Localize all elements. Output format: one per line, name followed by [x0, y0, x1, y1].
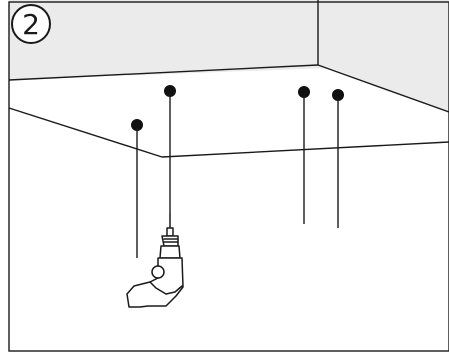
mark-dot-4 — [332, 89, 344, 228]
drill-neck — [159, 245, 181, 259]
step-circle — [11, 4, 51, 44]
mark-dot — [332, 89, 344, 101]
mark-dot-3 — [298, 86, 310, 224]
wall-panel — [9, 0, 449, 112]
room-outline — [8, 1, 449, 352]
wall-edge-line-right — [317, 64, 449, 113]
ceiling-edge-front — [161, 141, 449, 158]
mark-dot — [164, 85, 176, 97]
mark-dot-1 — [131, 119, 143, 258]
mark-dot — [298, 86, 310, 98]
drill-chuck — [161, 235, 179, 247]
wall-edge-line — [8, 64, 319, 81]
step-badge: 2 — [11, 4, 51, 44]
drill-grip-line — [149, 281, 183, 295]
mark-dot-2 — [164, 85, 176, 214]
drill-body — [126, 257, 184, 308]
step-number: 2 — [22, 8, 40, 41]
mark-dot — [131, 119, 143, 131]
ceiling-edge-left — [8, 107, 163, 158]
drill-icon — [126, 213, 184, 308]
drill-bit-collar — [166, 227, 174, 237]
drill-trigger — [151, 265, 165, 279]
